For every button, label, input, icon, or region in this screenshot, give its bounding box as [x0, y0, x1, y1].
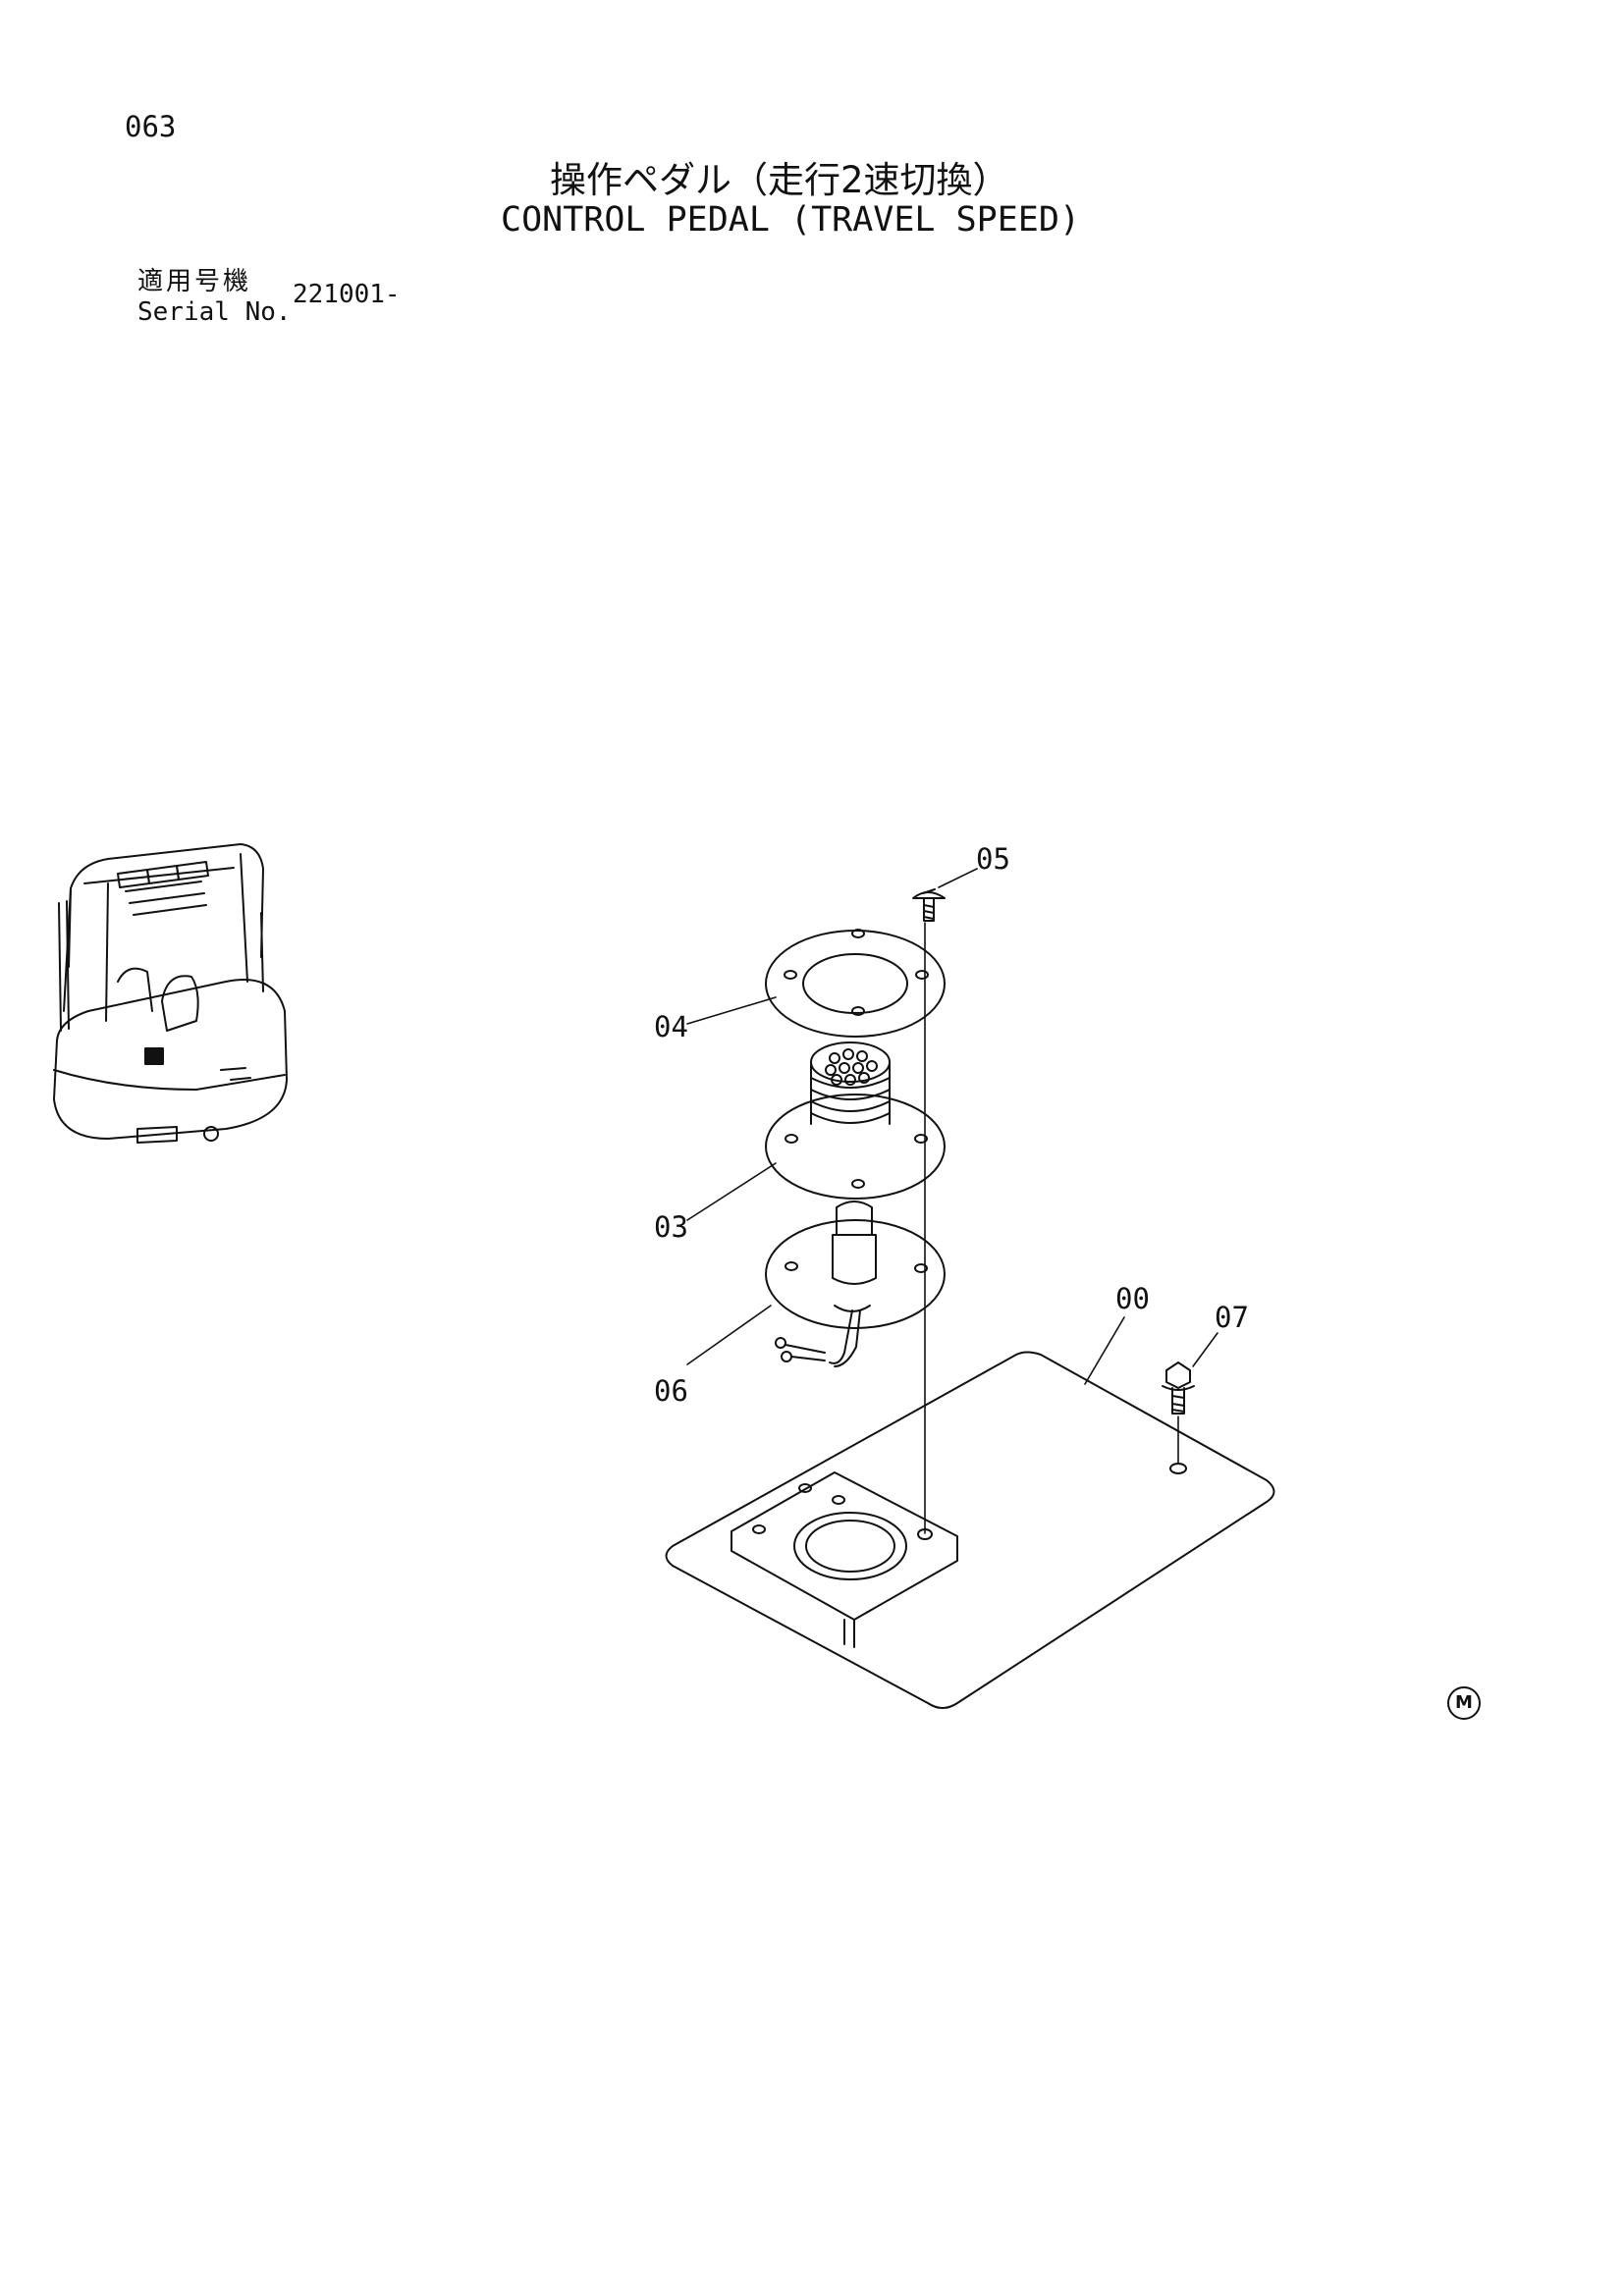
leader-lines — [686, 868, 1218, 1385]
rubber-cap — [810, 1041, 891, 1125]
callout-06: 06 — [654, 1374, 688, 1408]
callout-04: 04 — [654, 1010, 688, 1043]
floor-plate-00 — [665, 1351, 1275, 1709]
switch-plate-06 — [765, 1201, 946, 1367]
callout-05: 05 — [976, 842, 1010, 876]
serial-number-value: 221001- — [293, 280, 401, 309]
callout-00: 00 — [1115, 1282, 1150, 1315]
assembly-lines — [924, 922, 1179, 1534]
callout-07: 07 — [1215, 1301, 1249, 1334]
m-mark-symbol: M — [1447, 1686, 1481, 1720]
bolt-07 — [1162, 1362, 1195, 1415]
screw-05 — [912, 888, 946, 922]
plate-03 — [765, 1094, 946, 1200]
title-japanese: 操作ペダル（走行2速切換） — [550, 159, 1009, 201]
page-number: 063 — [125, 110, 177, 143]
serial-label-english: Serial No. — [137, 297, 292, 327]
serial-label-japanese: 適用号機 — [137, 267, 252, 296]
title-english: CONTROL PEDAL (TRAVEL SPEED) — [501, 200, 1081, 240]
machine-thumbnail — [53, 843, 288, 1144]
callout-03: 03 — [654, 1210, 688, 1244]
gasket-plate-04 — [765, 929, 946, 1038]
